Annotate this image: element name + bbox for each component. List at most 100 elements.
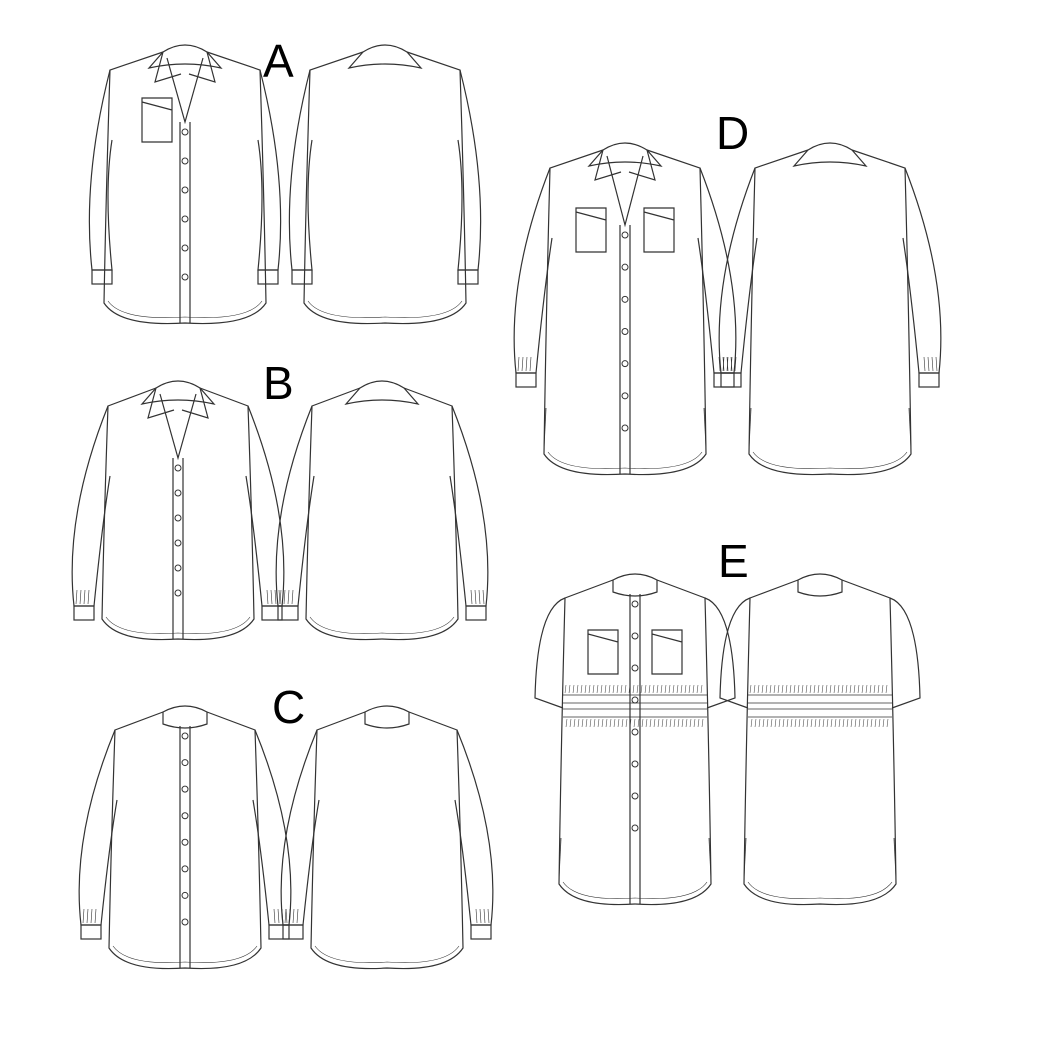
body-outline bbox=[543, 149, 707, 476]
view-d-back bbox=[718, 142, 942, 476]
body-outline bbox=[748, 149, 912, 476]
v-neckline bbox=[606, 155, 644, 228]
cuff bbox=[80, 924, 102, 940]
v-neckline bbox=[166, 57, 204, 125]
body-outline bbox=[310, 711, 464, 970]
chest-pocket bbox=[141, 97, 173, 143]
view-label-d: D bbox=[716, 107, 750, 159]
button bbox=[631, 664, 639, 672]
cuff bbox=[268, 924, 290, 940]
button bbox=[181, 128, 189, 136]
button bbox=[181, 186, 189, 194]
button bbox=[621, 295, 629, 303]
sleeve bbox=[534, 597, 566, 709]
button bbox=[181, 785, 189, 793]
collar-point-right bbox=[188, 51, 216, 83]
button bbox=[631, 728, 639, 736]
gather-line bbox=[87, 589, 90, 605]
side-slit bbox=[543, 407, 547, 449]
collar bbox=[140, 380, 216, 405]
view-a-back bbox=[288, 44, 482, 325]
body-outline bbox=[303, 51, 467, 325]
gather-line bbox=[278, 589, 281, 605]
button bbox=[621, 424, 629, 432]
hem-stitch bbox=[747, 881, 893, 899]
gather-line bbox=[483, 908, 486, 924]
button-placket bbox=[629, 594, 641, 904]
button bbox=[631, 632, 639, 640]
gather-line bbox=[517, 356, 520, 372]
gather-line bbox=[288, 908, 291, 924]
gather-line bbox=[734, 356, 737, 372]
gather-line bbox=[283, 589, 286, 605]
button bbox=[174, 464, 182, 472]
view-label-e: E bbox=[718, 535, 749, 587]
view-label-a: A bbox=[263, 35, 294, 87]
gather-line bbox=[487, 908, 490, 924]
gather-line bbox=[726, 356, 729, 372]
button-placket bbox=[172, 458, 184, 639]
sleeve bbox=[719, 597, 751, 709]
gather-line bbox=[474, 589, 477, 605]
side-slit bbox=[708, 837, 712, 879]
button bbox=[181, 838, 189, 846]
gather-line bbox=[266, 589, 269, 605]
hem-stitch bbox=[112, 945, 258, 963]
gather-line bbox=[285, 908, 288, 924]
view-d-front bbox=[513, 142, 737, 476]
view-e-front bbox=[534, 573, 736, 906]
gather-line bbox=[82, 908, 85, 924]
cuff bbox=[515, 372, 537, 388]
view-b-back bbox=[275, 380, 489, 641]
gather-line bbox=[270, 589, 273, 605]
button bbox=[181, 157, 189, 165]
gather-line bbox=[94, 908, 97, 924]
button bbox=[631, 824, 639, 832]
gather-line bbox=[521, 356, 524, 372]
body-outline bbox=[103, 51, 267, 325]
stand-collar bbox=[364, 705, 410, 729]
cuff bbox=[282, 924, 304, 940]
gather-line bbox=[525, 356, 528, 372]
view-label-c: C bbox=[272, 681, 306, 733]
side-slit bbox=[558, 837, 562, 879]
gather-line bbox=[478, 589, 481, 605]
gather-line bbox=[284, 908, 287, 924]
button bbox=[621, 263, 629, 271]
gather-line bbox=[470, 589, 473, 605]
gather-line bbox=[291, 589, 294, 605]
body-outline bbox=[743, 579, 897, 906]
cuff bbox=[261, 605, 283, 621]
button bbox=[631, 696, 639, 704]
button-placket bbox=[179, 726, 191, 968]
view-e-back bbox=[719, 573, 921, 906]
chest-pocket bbox=[587, 629, 619, 675]
hem-stitch bbox=[105, 616, 251, 634]
body-outline bbox=[108, 711, 262, 970]
body-outline bbox=[101, 387, 255, 641]
button bbox=[181, 732, 189, 740]
gather-line bbox=[90, 908, 93, 924]
button bbox=[621, 231, 629, 239]
view-c-front bbox=[78, 705, 292, 970]
side-slit bbox=[703, 407, 707, 449]
elastic-waistband bbox=[748, 694, 892, 718]
gather-line bbox=[273, 908, 276, 924]
button bbox=[181, 812, 189, 820]
gather-line bbox=[287, 589, 290, 605]
cuff bbox=[457, 269, 479, 285]
button bbox=[631, 760, 639, 768]
gather-line bbox=[479, 908, 482, 924]
gather-line bbox=[86, 908, 89, 924]
gather-line bbox=[923, 356, 926, 372]
button-placket bbox=[619, 225, 631, 474]
collar-point-left bbox=[154, 51, 182, 83]
view-a-front bbox=[88, 44, 282, 325]
stand-collar bbox=[162, 705, 208, 729]
collar bbox=[147, 44, 223, 69]
hem-stitch bbox=[307, 300, 463, 318]
gather-line bbox=[718, 356, 721, 372]
collar bbox=[587, 142, 663, 167]
gather-line bbox=[529, 356, 532, 372]
gather-line bbox=[79, 589, 82, 605]
